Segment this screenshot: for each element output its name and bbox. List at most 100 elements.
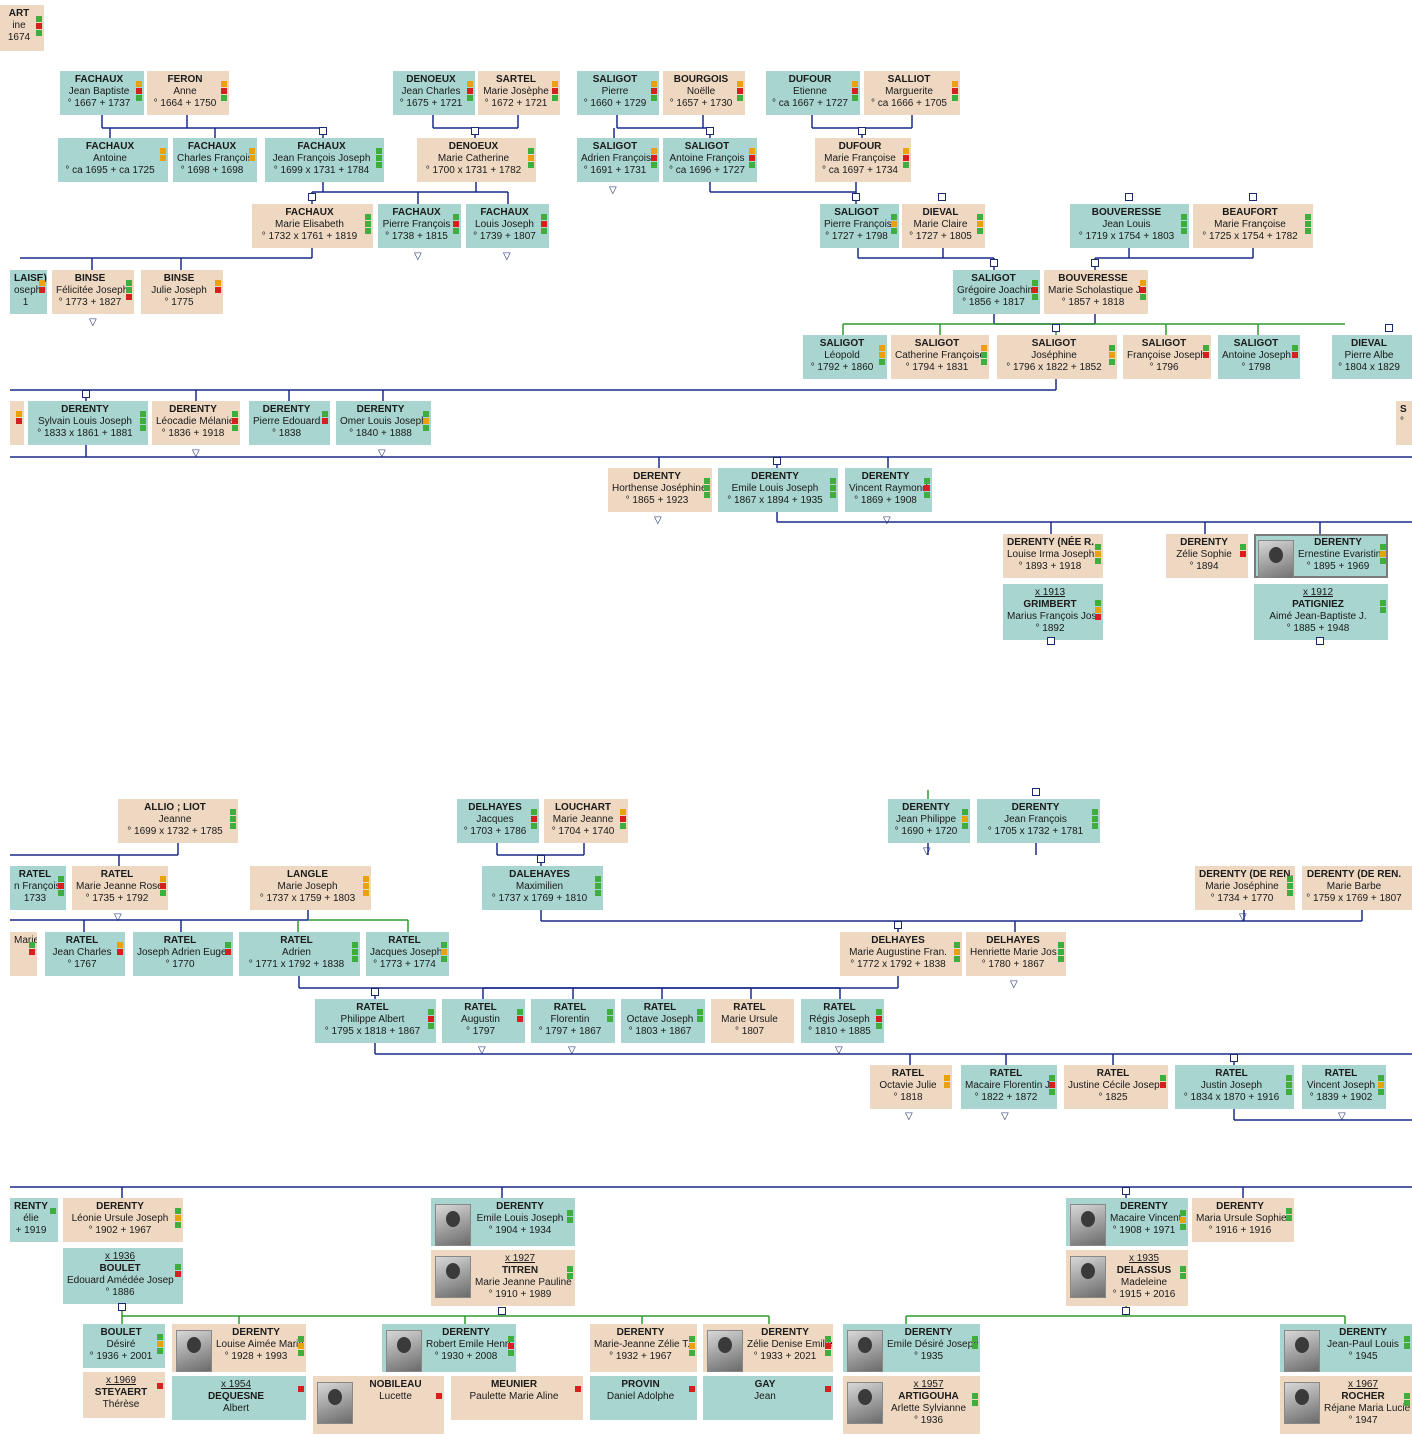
expand-ancestors-icon[interactable] [1249, 193, 1257, 201]
expand-ancestors-icon[interactable] [1091, 259, 1099, 267]
expand-ancestors-icon[interactable] [1052, 324, 1060, 332]
person-card-s[interactable]: S° [1396, 401, 1412, 445]
expand-descendants-icon[interactable]: ▽ [609, 185, 617, 196]
expand-descendants-icon[interactable]: ▽ [835, 1045, 843, 1056]
expand-descendants-icon[interactable]: ▽ [923, 846, 931, 857]
expand-ancestors-icon[interactable] [371, 988, 379, 996]
expand-ancestors-icon[interactable] [990, 259, 998, 267]
expand-ancestors-icon[interactable] [471, 127, 479, 135]
expand-descendants-icon[interactable]: ▽ [1338, 1111, 1346, 1122]
expand-ancestors-icon[interactable] [498, 1307, 506, 1315]
expand-descendants-icon[interactable]: ▽ [568, 1045, 576, 1056]
expand-descendants-icon[interactable]: ▽ [89, 317, 97, 328]
expand-ancestors-icon[interactable] [1230, 1054, 1238, 1062]
person-card-derenty-nee-r[interactable]: DERENTY (NÉE R.Louise Irma Joseph° 1893 … [1003, 534, 1103, 578]
expand-ancestors-icon[interactable] [319, 127, 327, 135]
expand-descendants-icon[interactable]: ▽ [378, 448, 386, 459]
expand-ancestors-icon[interactable] [938, 193, 946, 201]
expand-ancestors-icon[interactable] [894, 921, 902, 929]
expand-ancestors-icon[interactable] [1385, 324, 1393, 332]
expand-ancestors-icon[interactable] [1122, 1187, 1130, 1195]
person-card-derenty-de-ren[interactable]: DERENTY (de REN.Marie Barbe° 1759 x 1769… [1302, 866, 1412, 910]
expand-ancestors-icon[interactable] [82, 390, 90, 398]
person-card-person[interactable] [10, 401, 24, 445]
expand-ancestors-icon[interactable] [537, 855, 545, 863]
expand-ancestors-icon[interactable] [773, 457, 781, 465]
expand-ancestors-icon[interactable] [118, 1303, 126, 1311]
expand-ancestors-icon[interactable] [1032, 788, 1040, 796]
expand-ancestors-icon[interactable] [1316, 637, 1324, 645]
expand-descendants-icon[interactable]: ▽ [192, 448, 200, 459]
expand-descendants-icon[interactable]: ▽ [478, 1045, 486, 1056]
expand-descendants-icon[interactable]: ▽ [503, 251, 511, 262]
expand-descendants-icon[interactable]: ▽ [654, 515, 662, 526]
